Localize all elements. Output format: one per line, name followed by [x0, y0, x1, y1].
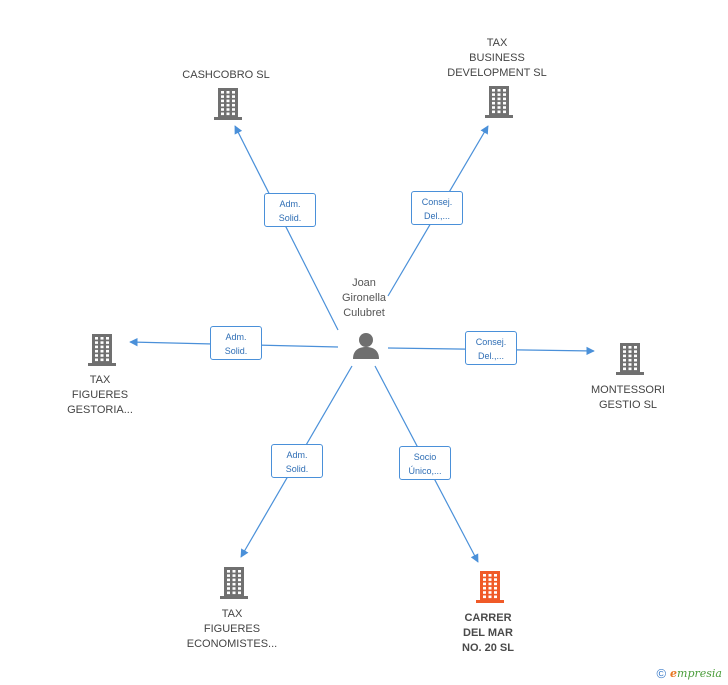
company-label-carrer-del-mar[interactable]: CARRER DEL MAR NO. 20 SL — [462, 612, 514, 654]
building-icon[interactable] — [476, 571, 504, 603]
brand-logo[interactable]: empresia — [670, 667, 722, 680]
relation-tag-cashcobro[interactable]: Adm. Solid. — [264, 193, 316, 227]
company-label-tax-figueres-gestoria[interactable]: TAX FIGUERES GESTORIA... — [67, 374, 133, 416]
building-icon[interactable] — [616, 343, 644, 375]
relation-tag-tax-figueres-economistes[interactable]: Adm. Solid. — [271, 444, 323, 478]
relation-edge-cashcobro — [234, 125, 339, 331]
copyright-icon: © — [656, 666, 667, 681]
building-icon[interactable] — [220, 567, 248, 599]
relation-tag-montessori[interactable]: Consej. Del.,... — [465, 331, 517, 365]
building-icon[interactable] — [485, 86, 513, 118]
building-icon[interactable] — [88, 334, 116, 366]
person-name[interactable]: Joan Gironella Culubret — [341, 277, 387, 319]
person-icon[interactable] — [351, 331, 381, 359]
company-label-tax-business[interactable]: TAX BUSINESS DEVELOPMENT SL — [447, 37, 547, 79]
building-icon[interactable] — [214, 88, 242, 120]
company-label-montessori[interactable]: MONTESSORI GESTIO SL — [591, 384, 665, 411]
relation-tag-tax-business[interactable]: Consej. Del.,... — [411, 191, 463, 225]
footer-brand: © empresia — [656, 666, 722, 681]
company-label-cashcobro[interactable]: CASHCOBRO SL — [182, 69, 270, 81]
relation-tag-tax-figueres-gestoria[interactable]: Adm. Solid. — [210, 326, 262, 360]
relation-tag-carrer-del-mar[interactable]: Socio Único,... — [399, 446, 451, 480]
company-label-tax-figueres-economistes[interactable]: TAX FIGUERES ECONOMISTES... — [186, 608, 278, 650]
